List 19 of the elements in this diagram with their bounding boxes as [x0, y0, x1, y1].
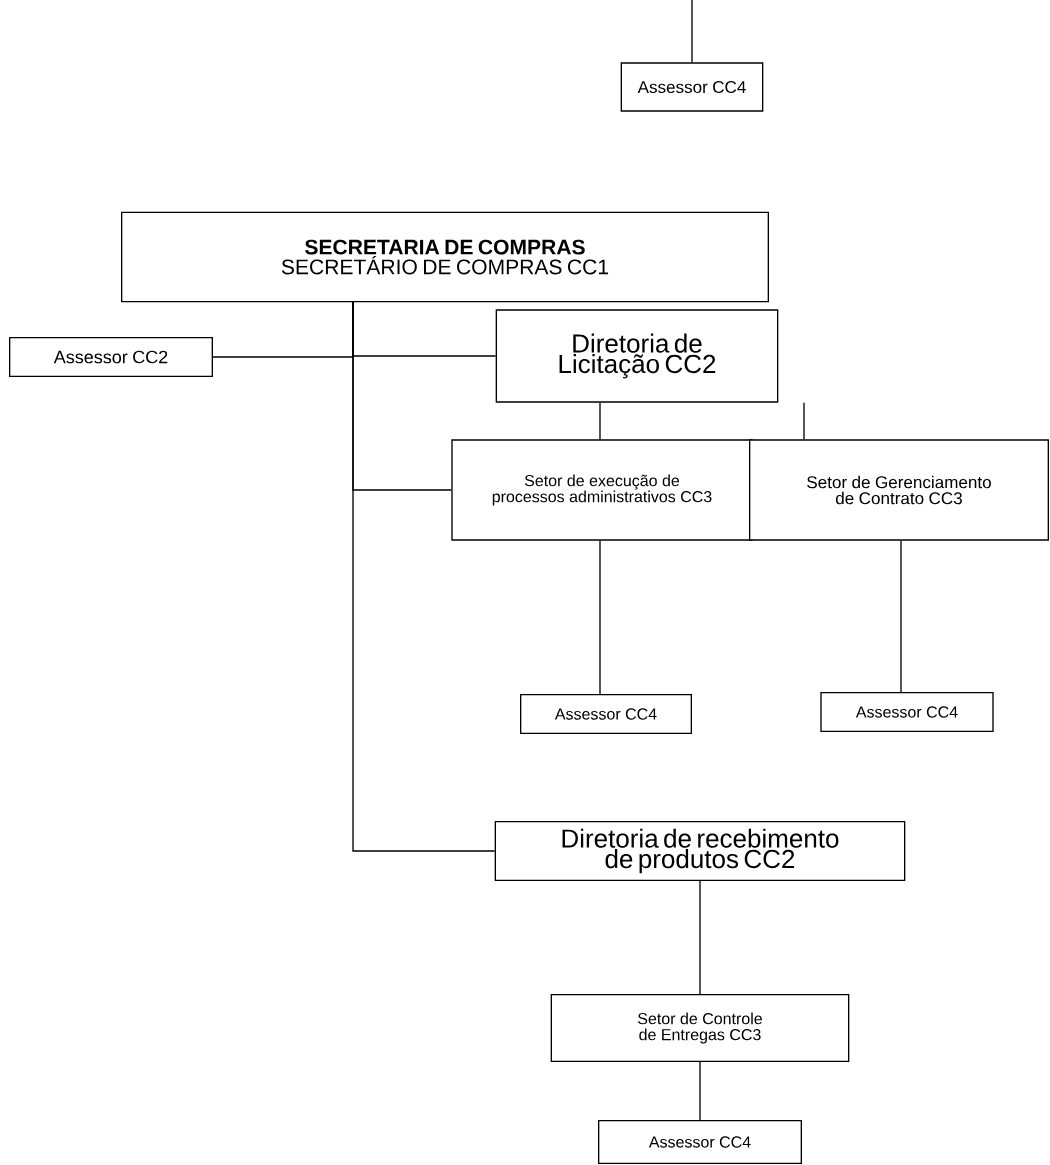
- connector-line: [699, 1061, 701, 1121]
- org-box: Setor de execução de processos administrativos CC3: [451, 439, 753, 541]
- connector-line: [699, 880, 701, 995]
- connector-line: [900, 540, 902, 693]
- org-box: Diretoria de Licitação CC2: [495, 309, 779, 403]
- connector-line: [352, 300, 496, 852]
- org-box: Assessor CC4: [598, 1120, 802, 1164]
- org-box: SECRETARIA DE COMPRAS SECRETÁRIO DE COMPRAS CC1: [121, 211, 769, 303]
- org-box: Assessor CC4: [820, 692, 994, 732]
- connector-line: [803, 402, 805, 440]
- connector-line: [599, 402, 601, 440]
- org-box: Assessor CC4: [620, 62, 764, 112]
- org-box: Assessor CC4: [520, 694, 692, 734]
- org-box: Setor de Controle de Entregas CC3: [550, 994, 850, 1062]
- connector-line: [599, 540, 601, 695]
- org-box: Diretoria de recebimento de produtos CC2: [494, 821, 906, 881]
- org-box: Assessor CC2: [9, 337, 213, 377]
- connector-line: [691, 0, 693, 63]
- org-box: Setor de Gerenciamento de Contrato CC3: [749, 439, 1049, 541]
